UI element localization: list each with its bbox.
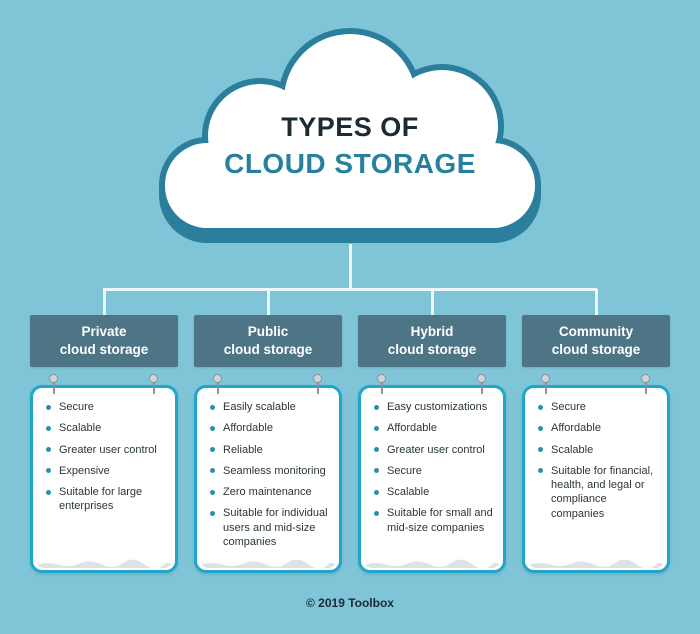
pin-icon <box>541 374 551 396</box>
card-item: Easily scalable <box>210 400 331 414</box>
card-item: Secure <box>46 400 167 414</box>
card-item: Affordable <box>374 421 495 435</box>
card-item: Scalable <box>538 443 659 457</box>
card-item: Secure <box>538 400 659 414</box>
connector-drop-line <box>594 289 598 315</box>
pin-icon <box>641 374 651 396</box>
connector-drop-line <box>266 289 270 315</box>
column-hybrid: Hybrid cloud storage Easy customizations… <box>358 289 506 573</box>
column-header-line2: cloud storage <box>387 342 477 357</box>
card-item: Expensive <box>46 464 167 478</box>
card-item: Reliable <box>210 443 331 457</box>
pin-icon <box>149 374 159 396</box>
connector-drop-line <box>102 289 106 315</box>
column-header-line1: Community <box>558 324 634 340</box>
column-header-line2: cloud storage <box>59 342 149 357</box>
pin-icon <box>477 374 487 396</box>
card-item: Suitable for small and mid-size companie… <box>374 506 495 535</box>
column-header: Community cloud storage <box>522 315 670 367</box>
cloud-icon <box>159 28 541 243</box>
column-header: Private cloud storage <box>30 315 178 367</box>
column-header-line1: Hybrid <box>410 324 454 340</box>
column-header-line1: Public <box>247 324 289 340</box>
card-item: Easy customizations <box>374 400 495 414</box>
card-item: Seamless monitoring <box>210 464 331 478</box>
pin-icon <box>377 374 387 396</box>
card-item: Suitable for individual users and mid-si… <box>210 506 331 549</box>
column-header-line2: cloud storage <box>223 342 313 357</box>
connector-stub-line <box>349 244 352 290</box>
torn-edge-decoration <box>36 559 172 568</box>
card-item: Scalable <box>46 421 167 435</box>
column-header: Public cloud storage <box>194 315 342 367</box>
torn-edge-decoration <box>364 559 500 568</box>
torn-edge-decoration <box>528 559 664 568</box>
card-item: Greater user control <box>374 443 495 457</box>
cloud-shape: TYPES OF CLOUD STORAGE <box>150 28 550 263</box>
card-item: Affordable <box>538 421 659 435</box>
card-item: Suitable for large enterprises <box>46 485 167 514</box>
column-header-line2: cloud storage <box>551 342 641 357</box>
card-item: Zero maintenance <box>210 485 331 499</box>
pin-icon <box>49 374 59 396</box>
copyright-text: © 2019 Toolbox <box>306 596 394 610</box>
card-item: Greater user control <box>46 443 167 457</box>
card-item: Suitable for financial, health, and lega… <box>538 464 659 521</box>
connector-drop-line <box>430 289 434 315</box>
pin-icon <box>213 374 223 396</box>
connector-trunk-line <box>103 288 597 291</box>
card-item: Secure <box>374 464 495 478</box>
column-header: Hybrid cloud storage <box>358 315 506 367</box>
pin-icon <box>313 374 323 396</box>
column-header-line1: Private <box>81 324 127 340</box>
card-item: Scalable <box>374 485 495 499</box>
card-item: Affordable <box>210 421 331 435</box>
